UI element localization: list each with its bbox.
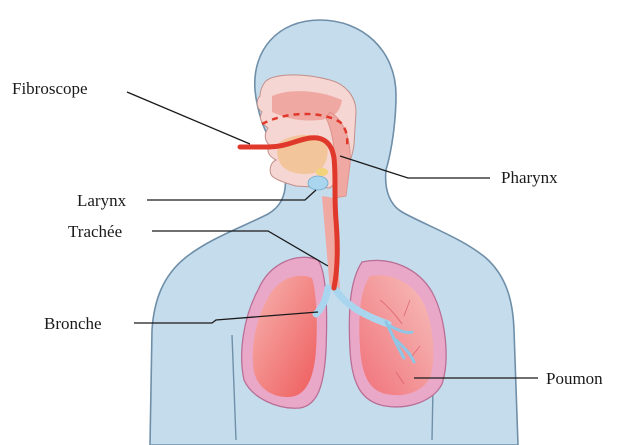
label-pharynx: Pharynx bbox=[501, 168, 558, 187]
epiglottis bbox=[316, 168, 328, 176]
label-poumon: Poumon bbox=[546, 369, 603, 388]
label-trachee: Trachée bbox=[68, 222, 122, 241]
fibroscope-leader bbox=[127, 92, 250, 144]
label-fibroscope: Fibroscope bbox=[12, 79, 88, 98]
label-larynx: Larynx bbox=[77, 191, 127, 210]
label-bronche: Bronche bbox=[44, 314, 102, 333]
larynx-structure bbox=[308, 176, 328, 190]
